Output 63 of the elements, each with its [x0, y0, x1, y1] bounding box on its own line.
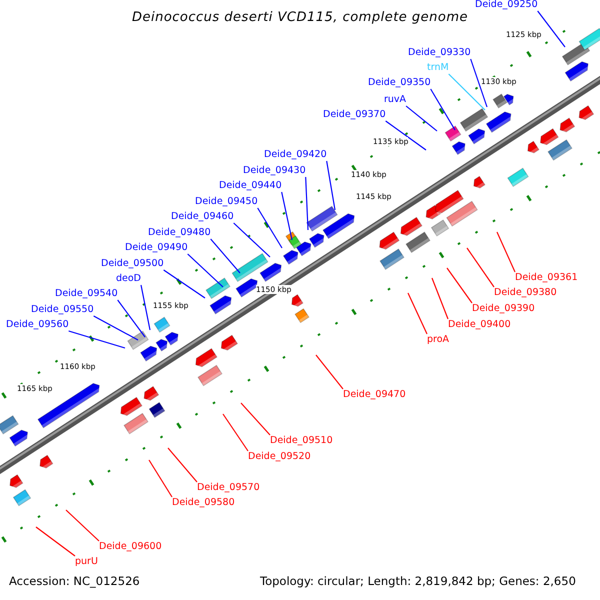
- gene-label: deoD: [116, 273, 142, 285]
- leader-line: [466, 248, 494, 288]
- gene-label: Deide_09400: [448, 319, 511, 331]
- gene-label: trnM: [427, 62, 449, 74]
- leader-line: [117, 300, 146, 338]
- leader-line: [305, 176, 309, 230]
- leader-line: [408, 292, 428, 334]
- leader-line: [496, 232, 516, 272]
- gene-label: Deide_09480: [148, 227, 211, 239]
- gene-label: Deide_09430: [243, 165, 306, 177]
- gene-label: purU: [75, 556, 98, 568]
- leader-line: [326, 160, 336, 210]
- info-text: Topology: circular; Length: 2,819,842 bp; Genes: 2,650: [260, 574, 576, 588]
- gene-label: Deide_09500: [101, 258, 164, 270]
- title: Deinococcus deserti VCD115, complete genome: [130, 10, 470, 26]
- gene-label: Deide_09520: [248, 451, 311, 463]
- leader-line: [281, 192, 293, 240]
- leader-line: [66, 510, 100, 542]
- gene-label: Deide_09350: [368, 77, 431, 89]
- gene-label: Deide_09490: [125, 242, 188, 254]
- leader-line: [240, 402, 270, 436]
- leader-line: [36, 526, 76, 556]
- leader-line: [446, 268, 472, 304]
- gene-label: proA: [427, 334, 450, 346]
- leader-line: [68, 330, 126, 349]
- gene-label: Deide_09361: [515, 272, 578, 284]
- gene-label: Deide_09560: [6, 319, 69, 331]
- gene-label: Deide_09370: [323, 109, 386, 121]
- leader-line: [210, 238, 240, 274]
- leader-line: [316, 354, 344, 390]
- gene-label: Deide_09580: [172, 497, 235, 509]
- leader-line: [470, 58, 488, 108]
- gene-label: Deide_09420: [264, 149, 327, 161]
- leader-line: [430, 88, 456, 130]
- leader-line: [168, 448, 198, 482]
- leader-line: [233, 222, 270, 258]
- leader-line: [93, 316, 138, 340]
- gene-label: ruvA: [384, 94, 406, 106]
- gene-label: Deide_09390: [472, 303, 535, 315]
- leader-line: [448, 74, 486, 110]
- leader-line: [148, 460, 172, 498]
- gene-label: Deide_09250: [475, 0, 538, 11]
- gene-label: Deide_09510: [270, 435, 333, 447]
- gene-label: Deide_09470: [343, 389, 406, 401]
- leader-line: [163, 270, 206, 298]
- gene-label: Deide_09380: [494, 287, 557, 299]
- gene-label: Deide_09460: [171, 211, 234, 223]
- gene-label: Deide_09600: [99, 541, 162, 553]
- gene-label: Deide_09440: [219, 180, 282, 192]
- leader-line: [385, 120, 426, 150]
- gene-label: Deide_09570: [197, 482, 260, 494]
- leader-line: [537, 10, 566, 48]
- leader-line: [140, 284, 151, 330]
- gene-label: Deide_09550: [31, 304, 94, 316]
- leader-line: [222, 414, 248, 452]
- leader-line: [257, 208, 282, 248]
- info-text: Accession: NC_012526: [9, 574, 140, 588]
- gene-label: Deide_09330: [408, 47, 471, 59]
- leader-line: [406, 106, 438, 132]
- leader-line: [187, 254, 224, 288]
- gene-label: Deide_09450: [195, 196, 258, 208]
- leader-line: [431, 278, 449, 320]
- gene-label: Deide_09540: [55, 288, 118, 300]
